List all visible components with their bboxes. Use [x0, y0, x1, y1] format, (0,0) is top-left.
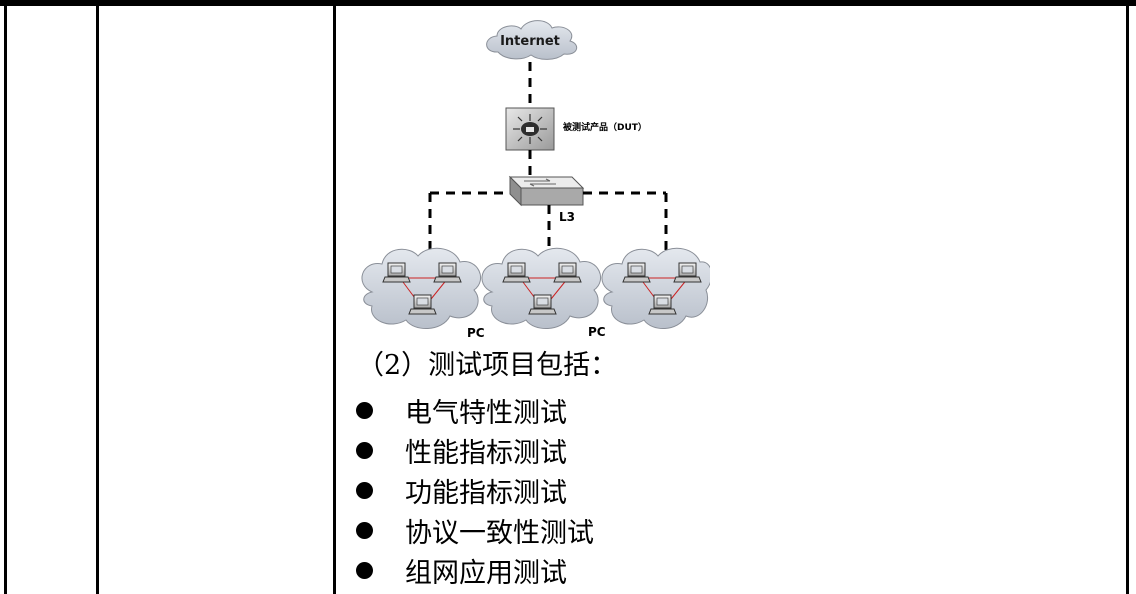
dut-label: 被测试产品（DUT）: [563, 121, 647, 133]
internet-label: Internet: [500, 34, 560, 49]
lan-cloud-2: [481, 247, 601, 329]
list-item: 功能指标测试: [356, 470, 594, 510]
bullet-icon: [356, 441, 373, 459]
table-right-border: [1126, 0, 1129, 594]
lan-cloud-1: [361, 247, 481, 329]
switch-distribution-links: [428, 191, 668, 253]
test-items-list: 电气特性测试 性能指标测试 功能指标测试 协议一致性测试 组网应用测试: [356, 390, 594, 590]
list-item: 组网应用测试: [356, 550, 594, 590]
pc-label-1: PC: [467, 326, 485, 340]
list-item-label: 电气特性测试: [405, 397, 567, 429]
list-item-label: 功能指标测试: [405, 477, 567, 509]
list-item: 协议一致性测试: [356, 510, 594, 550]
list-item-label: 组网应用测试: [405, 557, 567, 589]
pc-label-2: PC: [588, 325, 606, 339]
network-topology-diagram: Internet 被测试产品（DUT）: [361, 20, 710, 340]
internet-cloud-icon: [486, 20, 578, 60]
bullet-icon: [356, 521, 373, 539]
test-items-heading: （2）测试项目包括：: [357, 350, 618, 381]
switch-label: L3: [559, 210, 575, 224]
list-item: 电气特性测试: [356, 390, 594, 430]
l3-switch-icon: [508, 175, 585, 207]
dut-device-icon: [505, 107, 555, 151]
table-top-border: [0, 0, 1136, 6]
list-item: 性能指标测试: [356, 430, 594, 470]
lan-cloud-3: [601, 247, 710, 329]
table-left-border: [4, 0, 7, 594]
list-item-label: 协议一致性测试: [405, 517, 594, 549]
column-divider-2: [333, 0, 336, 594]
list-item-label: 性能指标测试: [405, 437, 567, 469]
bullet-icon: [356, 481, 373, 499]
bullet-icon: [356, 561, 373, 579]
content-cell: Internet 被测试产品（DUT）: [338, 6, 1128, 594]
column-divider-1: [96, 0, 99, 594]
bullet-icon: [356, 401, 373, 419]
